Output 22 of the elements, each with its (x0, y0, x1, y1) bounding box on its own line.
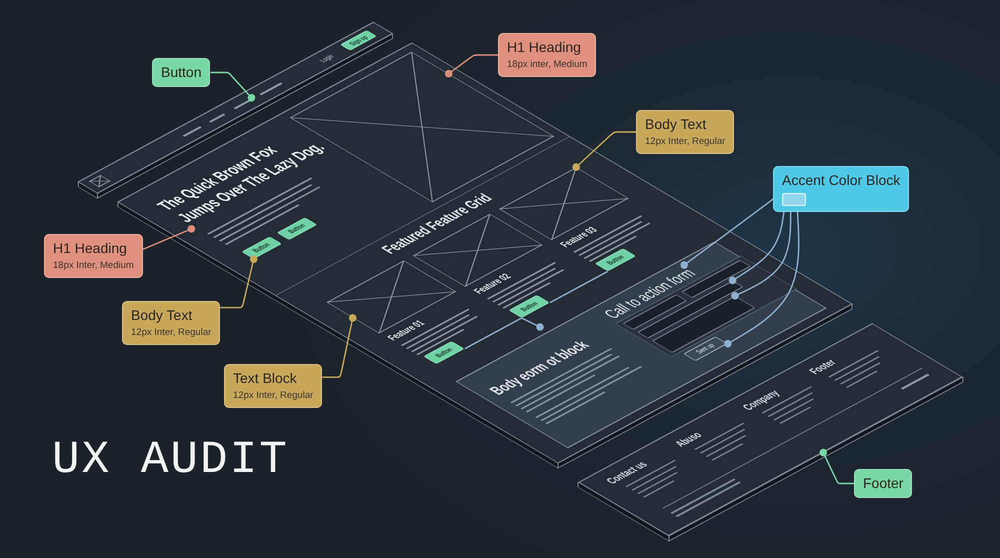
tag-detail: 12px Inter, Regular (645, 136, 726, 148)
tag-title: Accent Color Block (782, 172, 900, 189)
tag-title: Body Text (645, 116, 708, 133)
tag-title: H1 Heading (53, 240, 128, 257)
tag-title: H1 Heading (507, 39, 582, 56)
card-heading: Feature 03 (556, 225, 601, 250)
card-heading: Feature 01 (384, 318, 428, 343)
tag-detail: 18px inter, Medium (507, 59, 588, 71)
tag-detail: 12px Inter, Regular (233, 390, 314, 402)
card-heading: Feature 02 (470, 272, 514, 296)
footer-column-heading: Abuso (672, 430, 706, 449)
footer-column-heading: Company (739, 388, 783, 412)
tag-title: Body Text (131, 307, 194, 324)
footer-column-heading: Contact us (602, 459, 651, 486)
tag-title: Button (161, 64, 202, 81)
diagram-title: UX AUDIT (52, 434, 289, 486)
section-heading: Body eorm ot block (485, 338, 594, 398)
footer-column-heading: Footer (806, 357, 840, 376)
tag-detail: 18px Inter, Medium (53, 260, 134, 272)
tag-title: Footer (863, 475, 904, 492)
tag-title: Text Block (233, 370, 298, 387)
tag-detail: 12px Inter, Regular (131, 327, 212, 339)
